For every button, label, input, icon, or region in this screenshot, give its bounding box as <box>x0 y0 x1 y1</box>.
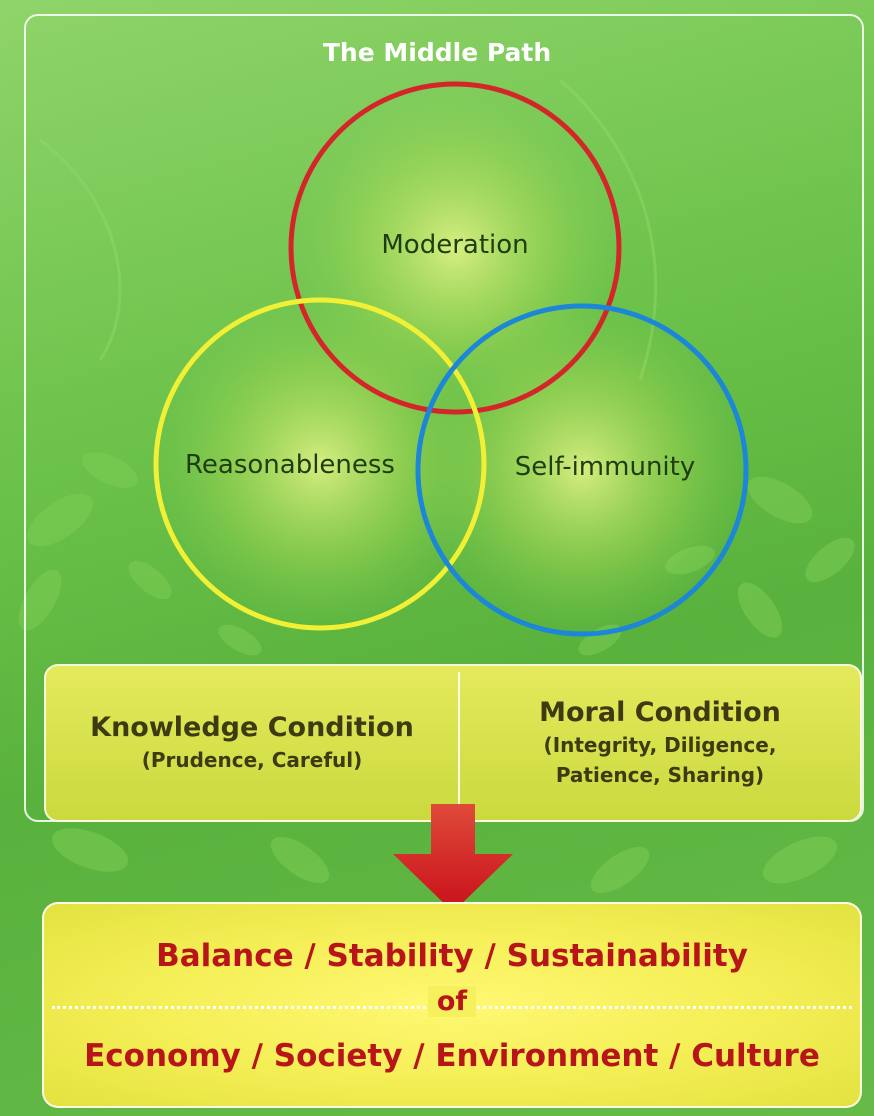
result-line-1: Balance / Stability / Sustainability <box>156 938 748 974</box>
circle-moderation <box>288 81 622 415</box>
moral-condition-heading: Moral Condition <box>539 697 781 728</box>
label-moderation: Moderation <box>381 230 529 260</box>
result-connector: of <box>428 986 476 1017</box>
moral-condition: Moral Condition (Integrity, Diligence, P… <box>460 666 860 820</box>
knowledge-condition: Knowledge Condition (Prudence, Careful) <box>46 666 458 820</box>
down-arrow-icon <box>393 804 513 912</box>
label-self-immunity: Self-immunity <box>514 452 696 482</box>
label-reasonableness: Reasonableness <box>185 450 395 480</box>
result-box: Balance / Stability / Sustainability of … <box>42 902 862 1108</box>
moral-condition-detail-line1: (Integrity, Diligence, <box>543 733 777 757</box>
conditions-divider <box>458 672 460 816</box>
result-line-2: Economy / Society / Environment / Cultur… <box>84 1038 820 1074</box>
knowledge-condition-detail: (Prudence, Careful) <box>141 748 363 772</box>
knowledge-condition-heading: Knowledge Condition <box>90 712 414 743</box>
moral-condition-detail-line2: Patience, Sharing) <box>555 763 765 787</box>
circle-reasonableness <box>153 297 487 631</box>
circle-self-immunity <box>415 303 749 637</box>
conditions-box: Knowledge Condition (Prudence, Careful) … <box>44 664 862 822</box>
diagram-title: The Middle Path <box>322 38 552 67</box>
